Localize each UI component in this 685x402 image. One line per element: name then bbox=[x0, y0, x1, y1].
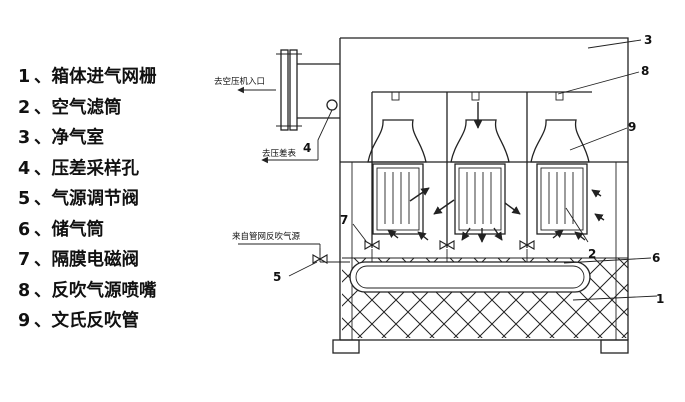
legend-item-4: 4、压差采样孔 bbox=[18, 158, 139, 179]
callout-3: 3 bbox=[644, 33, 652, 47]
base-feet bbox=[332, 339, 629, 354]
callout-7: 7 bbox=[340, 213, 348, 227]
venturi-tubes bbox=[367, 119, 590, 163]
legend-item-6: 6、储气筒 bbox=[18, 219, 104, 240]
legend-item-9: 9、文氏反吹管 bbox=[18, 311, 139, 331]
filter-cartridges bbox=[372, 163, 588, 235]
callout-6: 6 bbox=[652, 251, 660, 265]
blowpipe-manifold bbox=[371, 91, 592, 248]
callout-numbers: 1 2 3 4 5 6 7 8 9 bbox=[273, 33, 664, 306]
legend-item-2: 2、空气滤筒 bbox=[18, 97, 122, 118]
legend-item-8: 8、反吹气源喷嘴 bbox=[18, 280, 157, 301]
airflow-arrows bbox=[387, 102, 605, 243]
legend-list: 1、箱体进气网栅 2、空气滤筒 3、净气室 4、压差采样孔 5、气源调节阀 6、… bbox=[18, 62, 157, 337]
outlet-annotation: 去空压机入口 bbox=[214, 76, 265, 87]
legend-item-5: 5、气源调节阀 bbox=[18, 189, 139, 209]
legend-item-7: 7、隔膜电磁阀 bbox=[18, 250, 139, 270]
callout-2: 2 bbox=[588, 247, 596, 261]
annotation-arrows bbox=[237, 86, 320, 245]
air-source-annotation: 来自管网反吹气源 bbox=[232, 231, 301, 242]
callout-9: 9 bbox=[628, 120, 636, 134]
diaphragm-valves bbox=[364, 240, 535, 262]
callout-4: 4 bbox=[303, 141, 311, 155]
outlet-flange bbox=[276, 49, 340, 131]
air-tank bbox=[349, 261, 591, 293]
legend-item-3: 3、净气室 bbox=[18, 128, 104, 148]
leader-lines bbox=[288, 39, 658, 301]
gauge-annotation: 去压差表 bbox=[262, 148, 297, 159]
callout-8: 8 bbox=[641, 64, 649, 78]
callout-1: 1 bbox=[656, 292, 664, 306]
pressure-sampling-port bbox=[317, 99, 338, 160]
callout-5: 5 bbox=[273, 270, 281, 284]
legend-item-1: 1、箱体进气网栅 bbox=[18, 67, 157, 87]
air-source-valve bbox=[312, 244, 350, 264]
